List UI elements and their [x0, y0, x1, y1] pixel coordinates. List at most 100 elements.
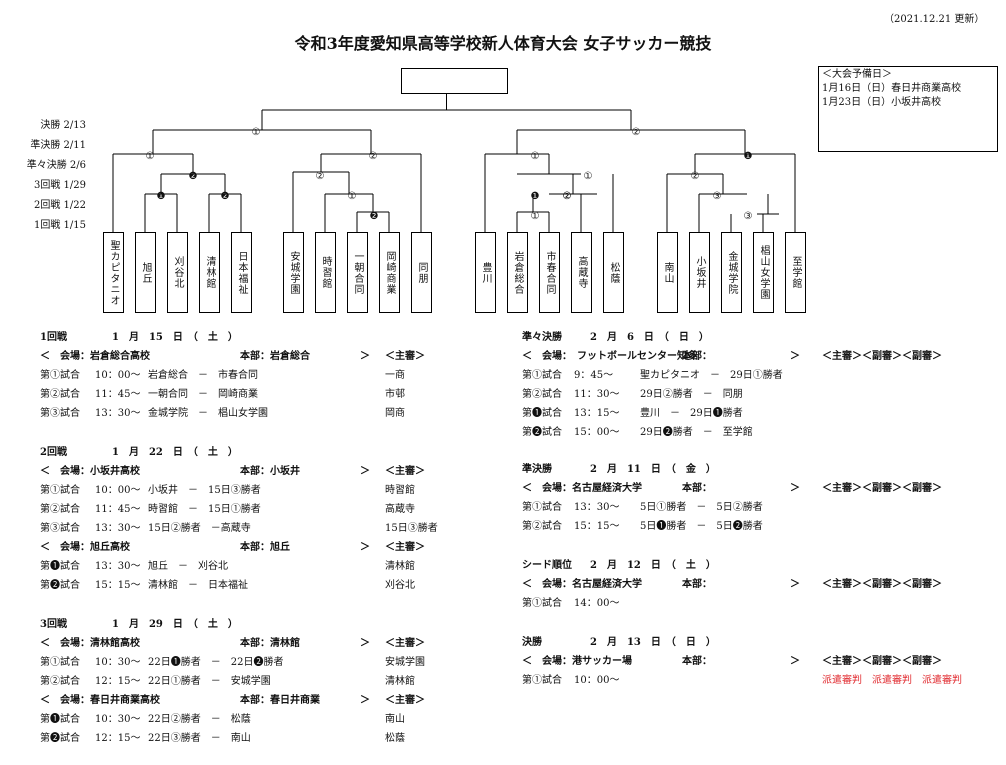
referee-header: ＜主審＞ — [385, 695, 425, 706]
match-number: 第❶試合 — [40, 561, 80, 572]
venue-hq: 本部： — [682, 483, 712, 494]
champion-box — [401, 68, 508, 94]
round-date: 2 月 6 日 （ 日 ） — [590, 332, 709, 343]
venue-name: ＜ 会場：春日井商業高校 — [40, 695, 160, 706]
reserve-line: 1月16日（日）春日井商業高校 — [822, 83, 962, 94]
match-time: 9：45～ — [574, 370, 614, 381]
match-teams: 一朝合同 － 岡崎商業 — [148, 389, 258, 400]
round-header: 1回戦 — [40, 332, 67, 343]
venue-hq: 本部：岩倉総合 — [240, 351, 310, 362]
match-teams: 22日③勝者 － 南山 — [148, 733, 251, 744]
match-teams: 豊川 － 29日❶勝者 — [640, 408, 743, 419]
venue-hq: 本部： — [682, 579, 712, 590]
match-referee: 高蔵寺 — [385, 504, 415, 515]
match-time: 12：15～ — [95, 676, 141, 687]
round-date: 2 月 12 日 （ 土 ） — [590, 560, 716, 571]
team-box: 小坂井 — [689, 232, 710, 313]
match-marker: ② — [690, 171, 700, 182]
match-number: 第①試合 — [522, 370, 562, 381]
venue-hq: 本部：旭丘 — [240, 542, 290, 553]
team-box: 聖カピタニオ — [103, 232, 124, 313]
match-marker: ① — [530, 151, 540, 162]
match-referee: 南山 — [385, 714, 405, 725]
team-box: 岡崎商業 — [379, 232, 400, 313]
match-time: 13：15～ — [574, 408, 620, 419]
referee-header: ＜主審＞ — [385, 351, 425, 362]
match-marker: ② — [631, 127, 641, 138]
match-number: 第②試合 — [40, 676, 80, 687]
match-teams: 時習館 － 15日①勝者 — [148, 504, 261, 515]
match-number: 第❷試合 — [40, 733, 80, 744]
match-marker: ③ — [743, 211, 753, 222]
match-number: 第①試合 — [522, 502, 562, 513]
team-box: 高蔵寺 — [571, 232, 592, 313]
team-box: 椙山女学園 — [753, 232, 774, 313]
venue-name: ＜ 会場：清林館高校 — [40, 638, 140, 649]
match-time: 10：30～ — [95, 657, 141, 668]
match-time: 10：00～ — [574, 675, 620, 686]
match-marker: ❶ — [530, 191, 540, 202]
team-box: 安城学園 — [283, 232, 304, 313]
match-number: 第❶試合 — [40, 714, 80, 725]
match-referee: 安城学園 — [385, 657, 425, 668]
match-referee: 派遣審判 派遣審判 派遣審判 — [822, 675, 962, 686]
venue-name: ＜ 会場：岩倉総合高校 — [40, 351, 150, 362]
match-teams: 5日❶勝者 － 5日❷勝者 — [640, 521, 763, 532]
match-marker: ❷ — [369, 211, 379, 222]
match-time: 13：30～ — [95, 523, 141, 534]
round-label-quarterfinal: 準々決勝 2/6 — [26, 160, 86, 171]
venue-close: ＞ — [790, 351, 800, 362]
venue-close: ＞ — [790, 656, 800, 667]
round-header: 準決勝 — [522, 464, 552, 475]
round-date: 1 月 22 日 （ 土 ） — [112, 447, 238, 458]
match-teams: 22日②勝者 － 松蔭 — [148, 714, 251, 725]
match-number: 第❷試合 — [40, 580, 80, 591]
match-teams: 清林館 － 日本福祉 — [148, 580, 248, 591]
referee-header: ＜主審＞ — [385, 466, 425, 477]
round-label-round2: 2回戦 1/22 — [34, 200, 86, 211]
bracket-lines — [112, 94, 796, 232]
match-referee: 清林館 — [385, 676, 415, 687]
match-marker: ② — [315, 171, 325, 182]
match-marker: ❷ — [188, 171, 198, 182]
match-teams: 22日❶勝者 － 22日❷勝者 — [148, 657, 284, 668]
team-box: 金城学院 — [721, 232, 742, 313]
match-marker: ③ — [712, 191, 722, 202]
match-time: 14：00～ — [574, 598, 620, 609]
match-referee: 一商 — [385, 370, 405, 381]
match-referee: 15日③勝者 — [385, 523, 438, 534]
team-box: 豊川 — [475, 232, 496, 313]
match-time: 13：30～ — [574, 502, 620, 513]
updated-date: （2021.12.21 更新） — [884, 14, 985, 25]
reserve-heading: ＜大会予備日＞ — [822, 69, 892, 80]
referee-header: ＜主審＞＜副審＞＜副審＞ — [822, 656, 942, 667]
team-box: 清林館 — [199, 232, 220, 313]
match-teams: 29日❷勝者 － 至学館 — [640, 427, 753, 438]
match-teams: 29日②勝者 － 同朋 — [640, 389, 743, 400]
match-time: 10：00～ — [95, 485, 141, 496]
venue-name: ＜ 会場：名古屋経済大学 — [522, 579, 642, 590]
match-marker: ① — [347, 191, 357, 202]
venue-close: ＞ — [360, 351, 370, 362]
match-number: 第❶試合 — [522, 408, 562, 419]
venue-name: ＜ 会場： フットボールセンター知多 — [522, 351, 697, 362]
match-time: 10：00～ — [95, 370, 141, 381]
match-teams: 22日①勝者 － 安城学園 — [148, 676, 271, 687]
round-label-round3: 3回戦 1/29 — [34, 180, 86, 191]
match-marker: ① — [251, 127, 261, 138]
match-time: 11：45～ — [95, 389, 141, 400]
venue-name: ＜ 会場：旭丘高校 — [40, 542, 130, 553]
match-time: 11：45～ — [95, 504, 141, 515]
venue-hq: 本部：小坂井 — [240, 466, 300, 477]
match-number: 第①試合 — [40, 657, 80, 668]
match-time: 12：15～ — [95, 733, 141, 744]
referee-header: ＜主審＞ — [385, 542, 425, 553]
round-date: 1 月 15 日 （ 土 ） — [112, 332, 238, 343]
match-marker: ① — [145, 151, 155, 162]
match-teams: 旭丘 － 刈谷北 — [148, 561, 228, 572]
team-box: 市春合同 — [539, 232, 560, 313]
referee-header: ＜主審＞＜副審＞＜副審＞ — [822, 483, 942, 494]
team-box: 時習館 — [315, 232, 336, 313]
match-teams: 金城学院 － 椙山女学園 — [148, 408, 268, 419]
venue-close: ＞ — [360, 695, 370, 706]
